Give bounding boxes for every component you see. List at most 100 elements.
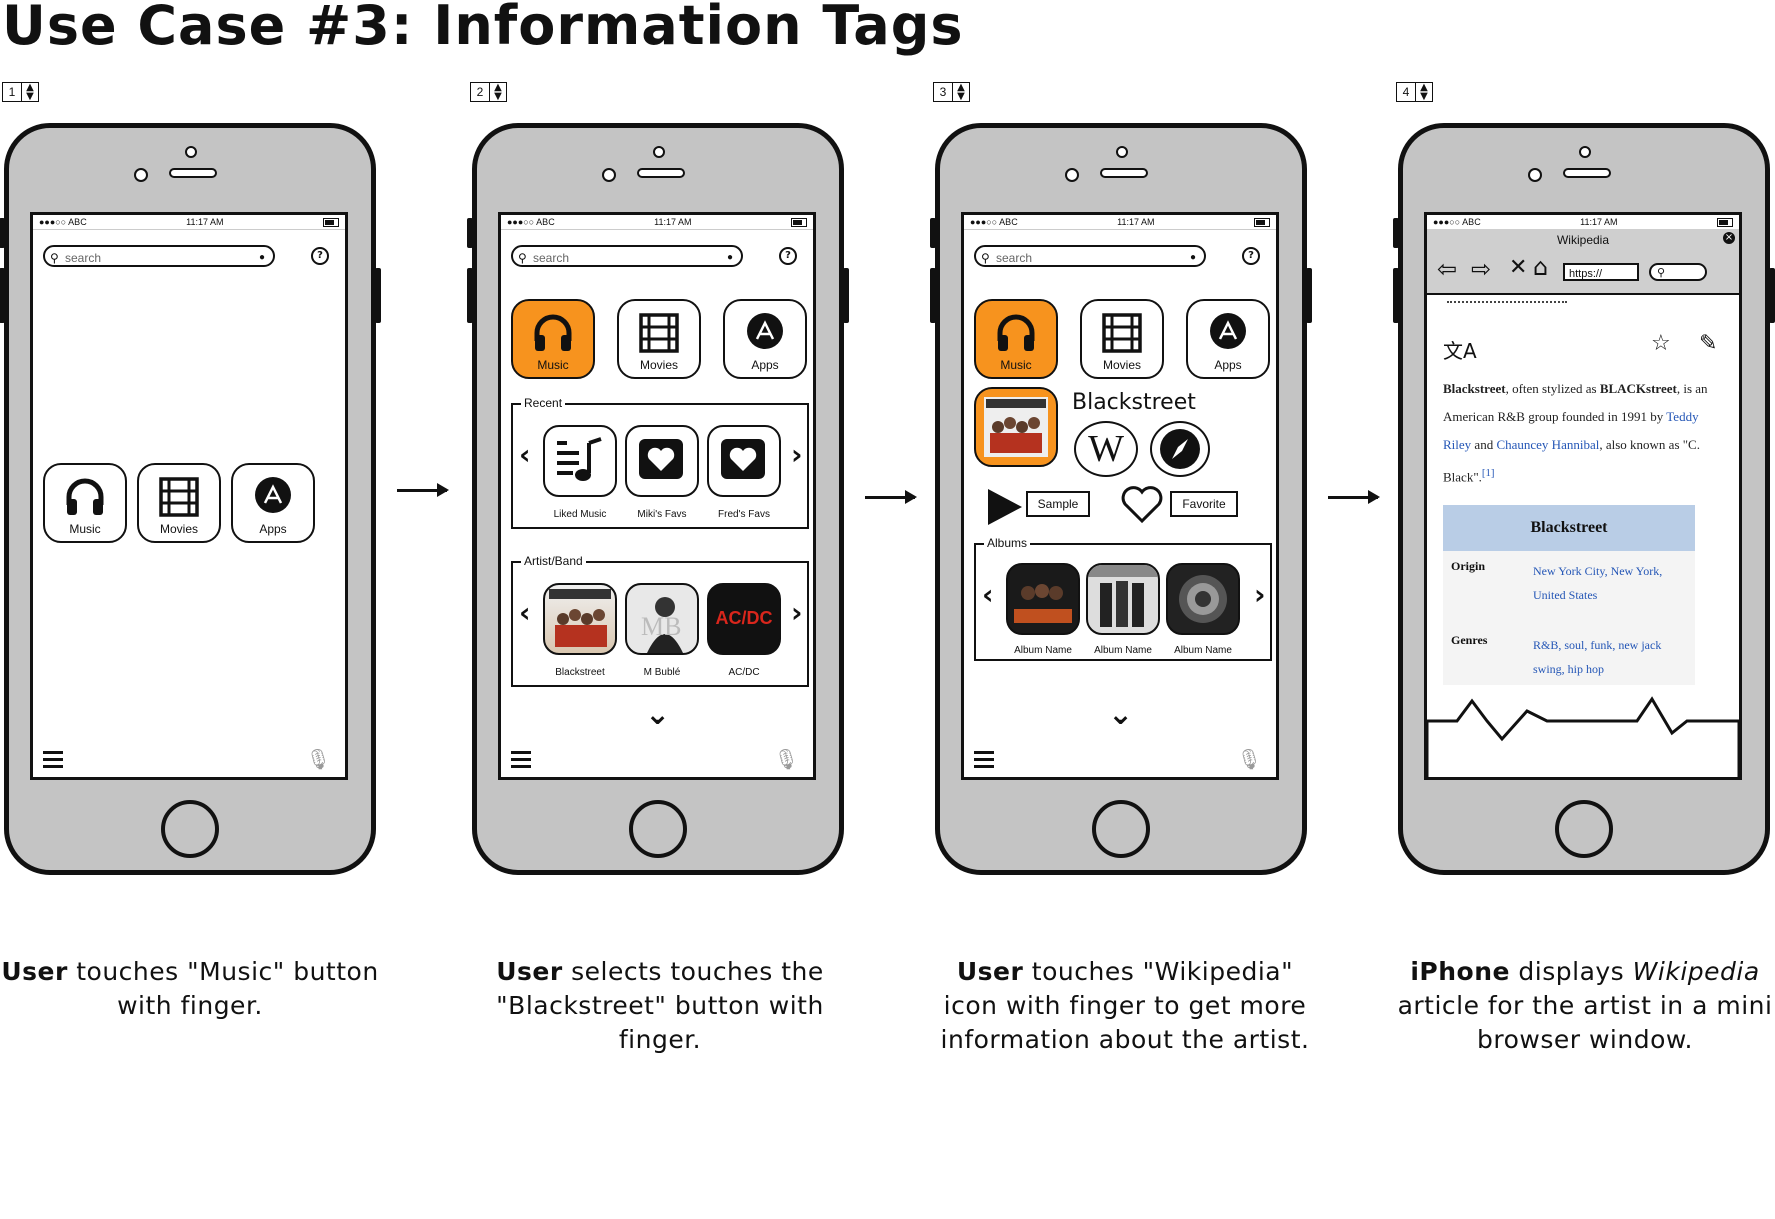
infobox-value[interactable]: New York City, New York, United States — [1533, 564, 1663, 602]
home-button[interactable] — [1555, 800, 1613, 858]
menu-icon[interactable] — [43, 751, 63, 772]
help-icon[interactable]: ? — [311, 247, 329, 265]
microphone-icon[interactable]: 🎙 — [773, 747, 799, 771]
spinner-icon[interactable]: ▲▼ — [953, 82, 970, 102]
wikipedia-icon[interactable]: W — [1074, 421, 1138, 477]
play-icon[interactable] — [986, 487, 1024, 527]
artist-cover-button[interactable] — [974, 387, 1058, 467]
side-button — [467, 218, 473, 248]
chevron-left-icon[interactable]: ‹ — [519, 596, 531, 629]
heart-icon[interactable] — [1120, 485, 1164, 525]
apps-button[interactable]: Apps — [723, 299, 807, 379]
chevron-left-icon[interactable]: ‹ — [519, 438, 531, 471]
favs-tile[interactable] — [707, 425, 781, 497]
caption-4: iPhone displays Wikipedia article for th… — [1395, 955, 1775, 1057]
spinner-icon[interactable]: ▲▼ — [1416, 82, 1433, 102]
translate-icon[interactable]: 文A — [1443, 339, 1477, 363]
sensor-dot — [134, 168, 148, 182]
chevron-down-icon[interactable]: ⌄ — [1108, 697, 1134, 732]
film-icon — [1102, 313, 1142, 353]
speaker-grill — [1563, 168, 1611, 178]
step-marker-1[interactable]: 1▲▼ — [2, 82, 39, 102]
home-button[interactable] — [1092, 800, 1150, 858]
microphone-icon[interactable]: 🎙 — [1236, 747, 1262, 771]
album-tile[interactable] — [1166, 563, 1240, 635]
menu-icon[interactable] — [974, 751, 994, 772]
article-link[interactable]: Chauncey Hannibal — [1496, 437, 1600, 452]
step-marker-4[interactable]: 4▲▼ — [1396, 82, 1433, 102]
infobox-value[interactable]: R&B, soul, funk, new jack swing, hip hop — [1533, 638, 1662, 676]
album-tile[interactable] — [1086, 563, 1160, 635]
home-button[interactable] — [629, 800, 687, 858]
caption-text: displays — [1509, 957, 1633, 986]
blackstreet-tile[interactable] — [543, 583, 617, 655]
recent-group: Recent ‹ › Liked Music Miki's Favs Fred'… — [511, 396, 809, 529]
microphone-icon[interactable]: 🎙 — [305, 747, 331, 771]
step-marker-3[interactable]: 3▲▼ — [933, 82, 970, 102]
album-cover-image — [1179, 575, 1227, 623]
url-input[interactable]: https:// — [1563, 263, 1639, 281]
speaker-grill — [637, 168, 685, 178]
spinner-icon[interactable]: ▲▼ — [22, 82, 39, 102]
music-button[interactable]: Music — [511, 299, 595, 379]
mbuble-tile[interactable]: MB — [625, 583, 699, 655]
movies-button[interactable]: Movies — [617, 299, 701, 379]
search-input[interactable]: ⚲search● — [974, 245, 1206, 267]
favs-tile[interactable] — [625, 425, 699, 497]
forward-icon[interactable]: ⇨ — [1471, 255, 1492, 283]
step-marker-2[interactable]: 2▲▼ — [470, 82, 507, 102]
side-button — [467, 268, 473, 323]
favorite-button[interactable]: Favorite — [1170, 491, 1238, 517]
help-icon[interactable]: ? — [1242, 247, 1260, 265]
music-label: Music — [537, 358, 569, 372]
apps-button[interactable]: Apps — [231, 463, 315, 543]
battery-icon — [791, 217, 807, 227]
search-input[interactable]: ⚲search● — [511, 245, 743, 267]
reference-link[interactable]: [1] — [1481, 467, 1495, 479]
article-link[interactable]: Teddy Riley — [1443, 409, 1699, 452]
tile-label: AC/DC — [728, 667, 760, 678]
chevron-down-icon[interactable]: ⌄ — [645, 697, 671, 732]
article-text: , also known as "C. Black". — [1443, 437, 1700, 485]
home-icon[interactable]: ⌂ — [1533, 253, 1549, 281]
chevron-right-icon[interactable]: › — [1254, 578, 1266, 611]
help-icon[interactable]: ? — [779, 247, 797, 265]
star-icon[interactable]: ☆ — [1651, 331, 1671, 356]
search-input[interactable]: ⚲search● — [43, 245, 275, 267]
clock: 11:17 AM — [1117, 217, 1155, 227]
film-icon — [639, 313, 679, 353]
favorite-label: Favorite — [1182, 497, 1226, 511]
music-button[interactable]: Music — [43, 463, 127, 543]
close-icon[interactable]: × — [1723, 232, 1735, 244]
side-button — [375, 268, 381, 323]
sample-button[interactable]: Sample — [1026, 491, 1090, 517]
home-button[interactable] — [161, 800, 219, 858]
back-icon[interactable]: ⇦ — [1437, 255, 1458, 283]
pencil-icon[interactable]: ✎ — [1699, 331, 1718, 356]
movies-button[interactable]: Movies — [137, 463, 221, 543]
chevron-left-icon[interactable]: ‹ — [982, 578, 994, 611]
playlist-tile[interactable] — [543, 425, 617, 497]
acdc-tile[interactable]: AC/DC — [707, 583, 781, 655]
tile-label: Miki's Favs — [637, 509, 687, 520]
step-number: 4 — [1396, 82, 1416, 102]
tile-label: M Bublé — [643, 667, 681, 678]
browser-search-input[interactable]: ⚲ — [1649, 263, 1707, 281]
safari-button[interactable] — [1150, 421, 1210, 477]
movies-button[interactable]: Movies — [1080, 299, 1164, 379]
spinner-icon[interactable]: ▲▼ — [490, 82, 507, 102]
album-cover-image — [549, 589, 611, 647]
apps-button[interactable]: Apps — [1186, 299, 1270, 379]
stop-icon[interactable]: ✕ — [1509, 255, 1528, 280]
side-button — [930, 218, 936, 248]
chevron-right-icon[interactable]: › — [791, 438, 803, 471]
album-tile[interactable] — [1006, 563, 1080, 635]
torn-edge — [1427, 696, 1739, 777]
chevron-right-icon[interactable]: › — [791, 596, 803, 629]
menu-icon[interactable] — [511, 751, 531, 772]
music-button[interactable]: Music — [974, 299, 1058, 379]
